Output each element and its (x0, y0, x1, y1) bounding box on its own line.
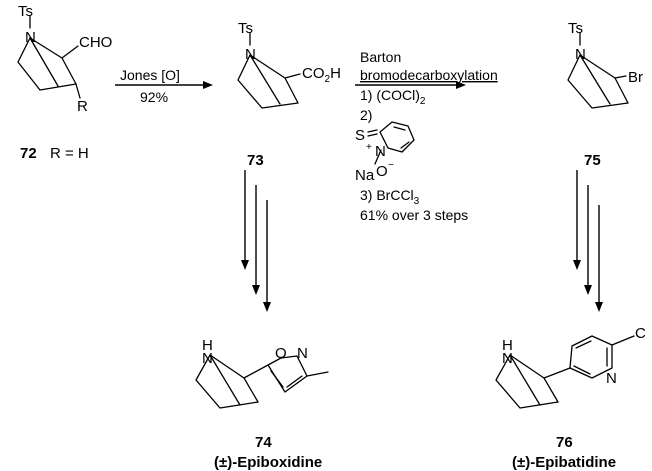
c72-n-label: N (25, 29, 36, 46)
step2-title-line1: Barton (360, 49, 401, 65)
step1-yield: 92% (140, 89, 168, 105)
o-minus-charge: − (388, 160, 394, 171)
step2-title-line2: bromodecarboxylation (360, 67, 498, 83)
compound-72-structure: Ts N CHO R (17, 3, 112, 115)
thione-s-label: S (355, 127, 365, 144)
c74-n-label: N (202, 350, 213, 367)
c73-ts-label: Ts (238, 20, 253, 37)
compound-76-name: (±)-Epibatidine (512, 454, 616, 471)
c75-ts-label: Ts (568, 20, 583, 37)
compound-73-number: 73 (247, 152, 264, 169)
arrow-73-to-75 (355, 81, 466, 89)
c74-ring-n-label: N (297, 345, 308, 362)
compound-76-number: 76 (556, 434, 573, 451)
multistep-arrows-73-to-74 (241, 170, 271, 312)
step1-reagent: Jones [O] (120, 67, 180, 83)
arrow-72-to-73 (115, 81, 213, 89)
compound-76-structure: H N N C (495, 325, 646, 409)
c72-ts-label: Ts (18, 3, 33, 20)
compound-75-number: 75 (584, 152, 601, 169)
c75-n-label: N (575, 46, 586, 63)
multistep-arrows-75-to-76 (573, 170, 603, 312)
c76-n-label: N (502, 350, 513, 367)
compound-75-structure: Ts N Br (567, 20, 643, 109)
c73-co2h-label: CO2H (302, 65, 341, 85)
step2-overall-yield: 61% over 3 steps (360, 207, 468, 223)
c76-ring-n-label: N (606, 370, 617, 387)
compound-74-structure: H N O N (195, 337, 329, 409)
step2-reagent-2: 2) (360, 107, 372, 123)
c73-n-label: N (245, 46, 256, 63)
step2-reagent-1: 1) (COCl)2 (360, 87, 426, 107)
c76-cl-label: C (635, 325, 646, 342)
c75-br-label: Br (628, 69, 643, 86)
compound-72-r-definition: R = H (50, 145, 89, 162)
compound-72-number: 72 (20, 145, 37, 162)
c74-h-label: H (202, 337, 213, 354)
compound-74-number: 74 (255, 434, 272, 451)
n-plus-charge: + (366, 142, 372, 153)
c72-r-label: R (77, 98, 88, 115)
c72-cho-label: CHO (79, 34, 112, 51)
thiohydroxamate-salt-structure: S N + Na O − (355, 121, 415, 184)
pyridine-n-label: N (375, 143, 386, 160)
compound-73-structure: Ts N CO2H (237, 20, 341, 109)
oxide-o-label: O (376, 163, 388, 180)
c74-ring-o-label: O (275, 345, 287, 362)
step2-reagent-3: 3) BrCCl3 (360, 187, 420, 207)
c76-h-label: H (502, 337, 513, 354)
sodium-label: Na (355, 167, 375, 184)
compound-74-name: (±)-Epiboxidine (214, 454, 322, 471)
